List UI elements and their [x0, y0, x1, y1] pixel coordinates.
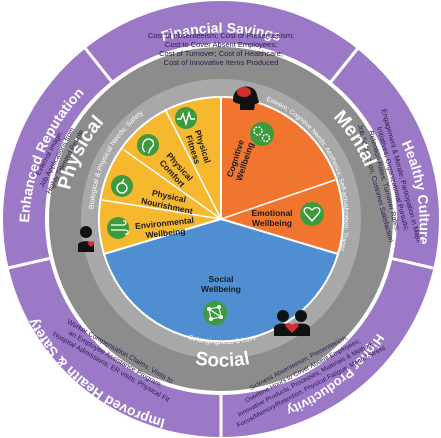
mental-divider [220, 179, 336, 220]
financial-line: Cost of absenteeism; Cost of Presenteeis… [148, 31, 294, 40]
financial-line: Cost to Cover Absent Employees; [165, 40, 277, 49]
people-heart-icon [274, 310, 310, 336]
gears-icon [250, 122, 274, 146]
heart-icon [300, 202, 324, 226]
person-heart-icon [78, 226, 95, 252]
label-line: Social [208, 274, 233, 284]
social-sector [102, 217, 340, 343]
wind-icon [107, 217, 129, 239]
environmental-wellbeing-label: Environmental Wellbeing [135, 215, 195, 240]
physical-dividers [101, 108, 222, 220]
heartbeat-icon [175, 107, 197, 129]
ear-icon [137, 134, 159, 156]
label-line: Wellbeing [201, 284, 241, 294]
apple-icon [111, 175, 133, 197]
financial-line: Cost of Innovative Items Produced [164, 58, 279, 67]
network-icon [203, 301, 227, 325]
label-line: Wellbeing [252, 218, 292, 228]
social-title: Social [194, 348, 251, 371]
social-needs: Belongingness & Love [187, 334, 257, 346]
label-line: Emotional [251, 208, 292, 218]
emotional-wellbeing-label: Emotional Wellbeing [251, 208, 292, 228]
financial-line: Cost of Turnover; Cost of Healthcare; [159, 49, 283, 58]
head-brain-icon [233, 86, 259, 110]
financial-savings-details: Cost of absenteeism; Cost of Presenteeis… [148, 31, 294, 67]
label-line: Wellbeing [145, 226, 186, 240]
social-wellbeing-label: Social Wellbeing [201, 274, 241, 294]
